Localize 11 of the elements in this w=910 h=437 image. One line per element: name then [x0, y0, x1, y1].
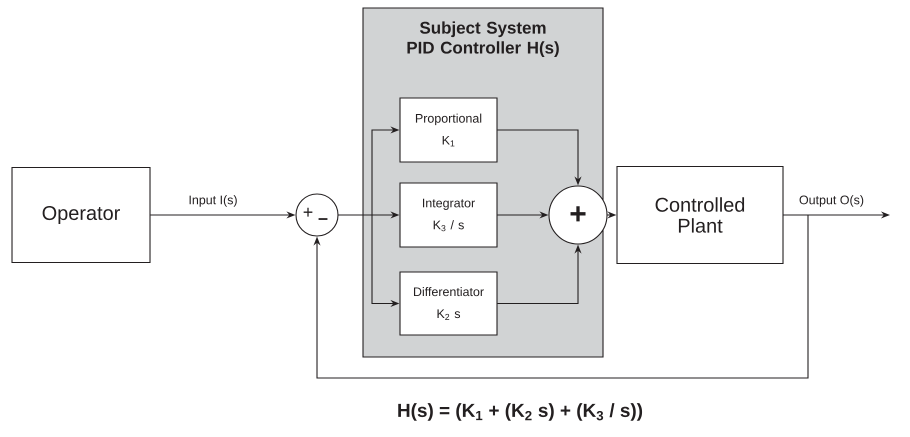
arrow: [313, 214, 809, 379]
block-box: Differentiator K$_{2}$ s: [399, 271, 498, 336]
block-box: Proportional K$_{1}$: [399, 97, 498, 163]
edge-label: Input I(s): [187, 194, 239, 208]
block-box: Integrator K$_{3}$ / s: [399, 182, 498, 248]
summing-junction: +: [548, 185, 608, 245]
summing-junction: + –: [295, 193, 339, 237]
edge-label: Output O(s): [798, 194, 866, 208]
transfer-function: H(s) = (K$_{1}$ + (K$_{2}$ s) + (K$_{3}$ / s)): [398, 403, 642, 421]
block-box: Controlled Plant: [616, 166, 784, 264]
block-box: Operator: [11, 166, 151, 264]
